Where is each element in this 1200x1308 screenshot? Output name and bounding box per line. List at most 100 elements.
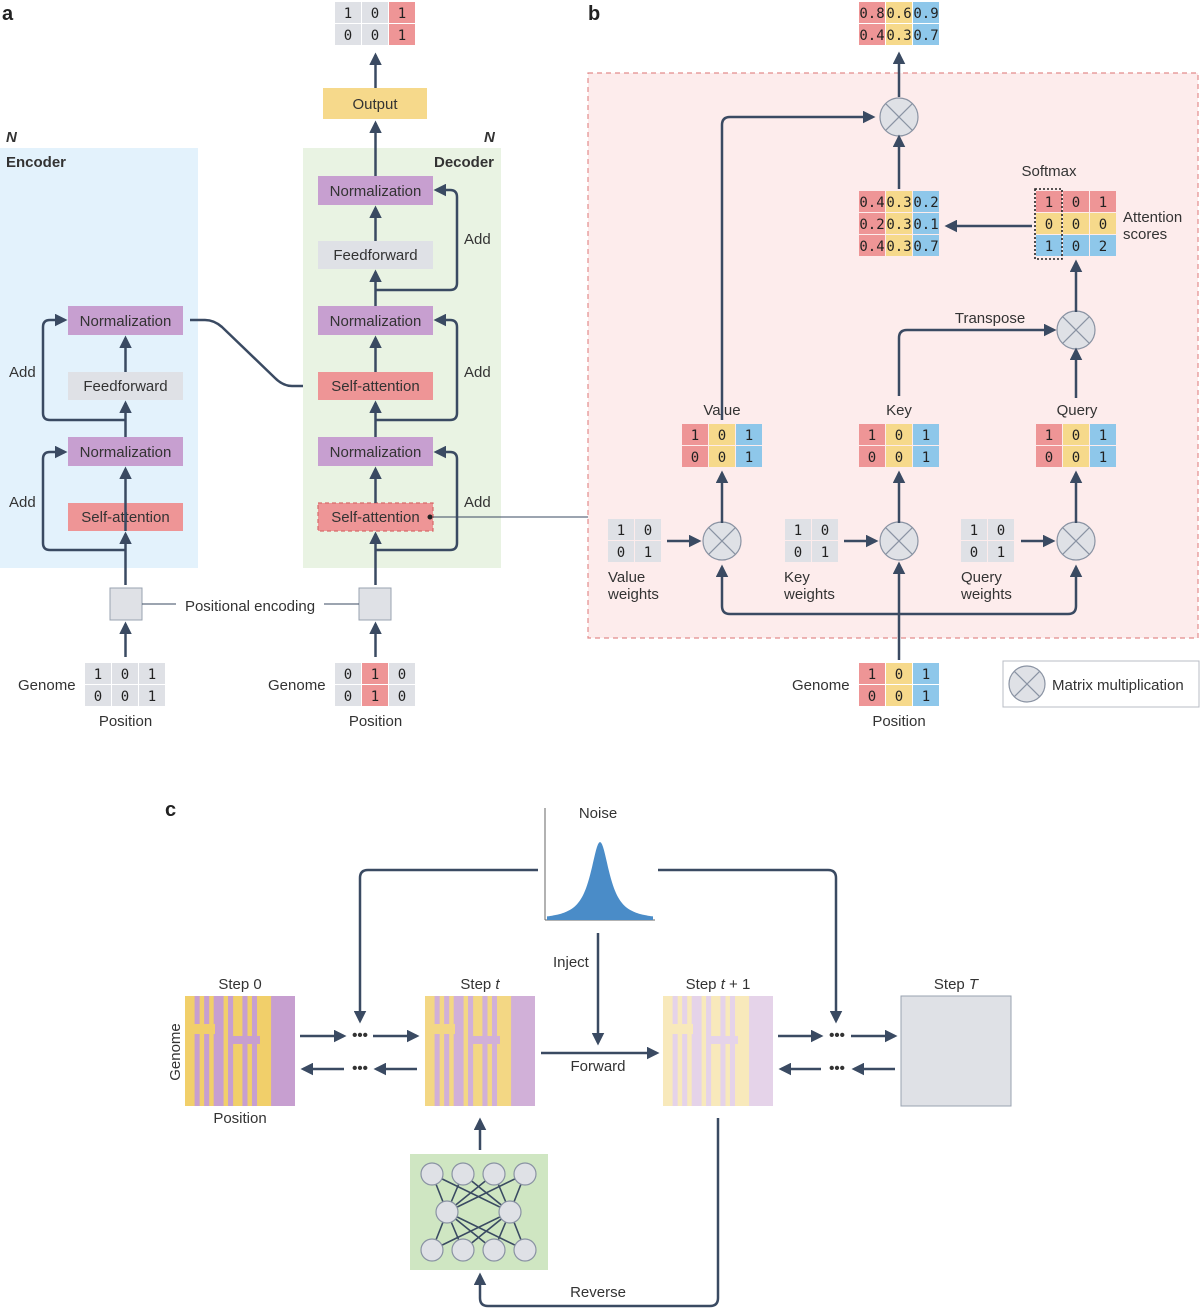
multiply-query-node — [1056, 521, 1096, 561]
softmax-matrix-value: 0.2 — [859, 217, 884, 233]
decoder-input-matrix-value: 0 — [344, 689, 352, 705]
step-image-band — [519, 996, 535, 1106]
query-label: Query — [1057, 402, 1098, 419]
value-matrix-value: 0 — [718, 450, 726, 466]
decoder-background — [303, 148, 501, 568]
matrix-multiplication-nodes — [702, 97, 1096, 561]
step-image-column — [672, 996, 678, 1106]
key-weights-matrix-cell — [812, 519, 838, 540]
step-image-column — [682, 996, 688, 1106]
step-image-base — [663, 996, 773, 1106]
encoder-feedforward — [68, 372, 183, 400]
step-image-column — [194, 996, 200, 1106]
result-matrix-value: 0.3 — [886, 28, 911, 44]
key-weights-matrix-cell — [785, 519, 811, 540]
query-matrix-value: 1 — [1099, 428, 1107, 444]
encoder-title: Encoder — [6, 154, 66, 171]
decoder-normalization-1 — [318, 176, 433, 205]
step-image-column — [251, 996, 258, 1106]
encoder-input-matrix-cell — [85, 663, 111, 684]
legend-multiply-node — [1008, 665, 1046, 703]
scores-matrix-value: 0 — [1045, 217, 1053, 233]
scores-matrix-cell — [1090, 213, 1116, 234]
key-matrix-cell — [886, 424, 912, 445]
step-0-position-axis-label: Position — [213, 1110, 266, 1127]
query-weights-matrix-value: 1 — [997, 545, 1005, 561]
softmax-matrix-value: 0.2 — [913, 195, 938, 211]
step-image-band — [185, 1024, 215, 1034]
query-matrix-value: 1 — [1045, 428, 1053, 444]
softmax-matrix-cell — [913, 235, 939, 256]
attention-input-matrix-value: 1 — [922, 667, 930, 683]
key-weights-matrix-value: 1 — [821, 545, 829, 561]
output-box — [323, 88, 427, 119]
decoder-input-matrix-value: 0 — [344, 667, 352, 683]
panel-label-b: b — [588, 3, 600, 25]
scores-matrix-value: 1 — [1099, 195, 1107, 211]
attention-input-matrix-cell — [913, 685, 939, 706]
decoder-input-matrix-cell — [335, 663, 361, 684]
step-image-band — [470, 1036, 500, 1044]
legend-label: Matrix multiplication — [1052, 677, 1184, 694]
network-node — [420, 1162, 444, 1186]
result-matrix-cell — [913, 24, 939, 45]
query-matrix-value: 0 — [1072, 428, 1080, 444]
ellipsis-forward-left: ••• — [352, 1027, 368, 1044]
softmax-matrix-cell — [859, 213, 885, 234]
softmax-matrix-value: 0.4 — [859, 239, 884, 255]
step-image-column — [242, 996, 248, 1106]
step-image-column — [515, 996, 521, 1106]
softmax-matrix-value: 0.3 — [886, 195, 911, 211]
output-matrix-cell — [362, 2, 388, 23]
step-image-band — [425, 1024, 455, 1034]
decoder-input-genome-label: Genome — [268, 677, 326, 694]
encoder-input-matrix-cell — [85, 685, 111, 706]
encoder-input-matrix-value: 0 — [94, 689, 102, 705]
value-matrix-value: 0 — [691, 450, 699, 466]
key-matrix-cell — [913, 446, 939, 467]
result-matrix-value: 0.8 — [859, 6, 884, 22]
key-matrix-cell — [913, 424, 939, 445]
value-matrix-cell — [709, 446, 735, 467]
value-weights-matrix-cell — [635, 541, 661, 562]
result-matrix-value: 0.6 — [886, 6, 911, 22]
encoder-normalization-top — [68, 306, 183, 335]
query-weights-matrix-cell — [961, 541, 987, 562]
scores-matrix-cell — [1090, 191, 1116, 212]
reverse-label: Reverse — [570, 1284, 626, 1301]
network-node — [451, 1162, 475, 1186]
step-T-label: Step T — [934, 976, 980, 993]
step-image-column — [458, 996, 464, 1106]
scores-matrix-cell — [1036, 191, 1062, 212]
value-matrix-cell — [736, 424, 762, 445]
output-matrix-cell — [362, 24, 388, 45]
value-weights-matrix-cell — [635, 519, 661, 540]
step-image-column — [218, 996, 224, 1106]
step-image-column — [453, 996, 459, 1106]
noise-distribution — [544, 808, 655, 921]
attention-scores-label-2: scores — [1123, 226, 1167, 243]
decoder-cross-attention-label: Self-attention — [331, 378, 419, 395]
encoder-input-matrix-value: 0 — [121, 667, 129, 683]
encoder-input-matrix-cell — [112, 685, 138, 706]
query-weights-matrix-cell — [988, 519, 1014, 540]
output-matrix-cell — [335, 2, 361, 23]
scores-matrix-value: 2 — [1099, 239, 1107, 255]
step-image-column — [753, 996, 759, 1106]
query-weights-matrix-cell — [988, 541, 1014, 562]
softmax-matrix-cell — [859, 191, 885, 212]
forward-label: Forward — [570, 1058, 625, 1075]
encoder-normalization-top-label: Normalization — [80, 313, 172, 330]
value-weights-label-2: weights — [607, 586, 659, 603]
result-matrix-cell — [886, 24, 912, 45]
step-image-band — [757, 996, 773, 1106]
decoder-normalization-1-label: Normalization — [330, 183, 422, 200]
softmax-highlight-column — [1034, 188, 1063, 260]
output-matrix-value: 0 — [344, 28, 352, 44]
query-weights-label-2: weights — [960, 586, 1012, 603]
